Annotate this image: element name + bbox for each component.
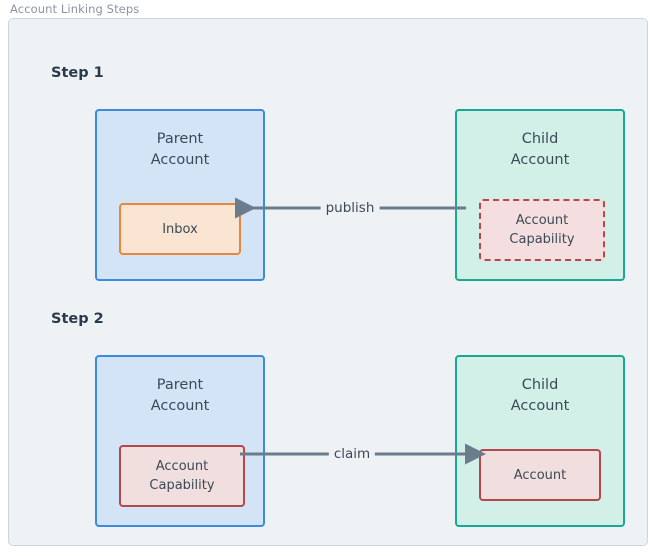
step-1-label: Step 1 (51, 65, 104, 81)
step-1-parent-account-title: Parent Account (150, 131, 210, 168)
step-2-label: Step 2 (51, 311, 104, 327)
step-2-edge-label-claim: claim (328, 446, 376, 462)
diagram-frame: Step 1 Step 2 Parent Account Inbox Child… (8, 18, 648, 546)
step-1-parent-account-box[interactable]: Parent Account Inbox (95, 109, 265, 281)
step-2-parent-account-title: Parent Account (150, 377, 210, 414)
step-2-account-capability-box[interactable]: Account Capability (119, 445, 245, 507)
step-2-child-account-box[interactable]: Child Account Account (455, 355, 625, 527)
step-1-child-account-title: Child Account (510, 131, 570, 168)
diagram-caption: Account Linking Steps (10, 2, 140, 16)
step-1-edge-label-publish: publish (320, 200, 380, 216)
step-1-inbox-box[interactable]: Inbox (119, 203, 241, 255)
step-2-child-account-title: Child Account (510, 377, 570, 414)
step-2-account-box[interactable]: Account (479, 449, 601, 501)
step-1-child-account-box[interactable]: Child Account Account Capability (455, 109, 625, 281)
step-1-account-capability-box[interactable]: Account Capability (479, 199, 605, 261)
step-2-parent-account-box[interactable]: Parent Account Account Capability (95, 355, 265, 527)
